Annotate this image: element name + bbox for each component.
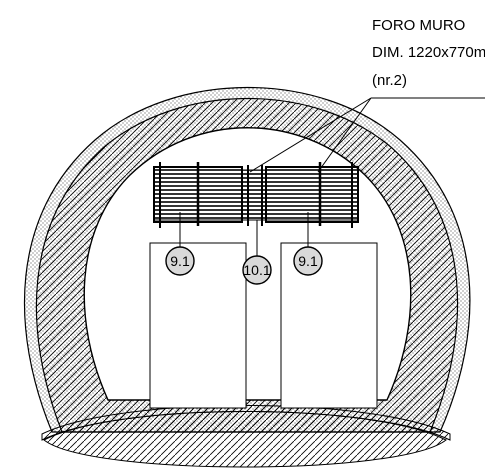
annotation-line-2: DIM. 1220x770m: [372, 44, 485, 61]
leader-line-a: [249, 97, 372, 173]
equipment-box-left: [149, 242, 247, 409]
duct-assembly: [153, 162, 359, 228]
callout-center: 10.1: [242, 220, 272, 285]
leader-line-b: [317, 97, 372, 173]
annotation-line-3: (nr.2): [372, 72, 407, 89]
invert-base-fill: [43, 411, 447, 468]
callout-right: 9.1: [293, 212, 323, 276]
callout-label-right: 9.1: [298, 253, 318, 269]
callout-label-center: 10.1: [243, 262, 270, 278]
callout-label-left: 9.1: [170, 253, 190, 269]
callout-left: 9.1: [165, 212, 195, 276]
annotation-line-1: FORO MURO: [372, 17, 465, 34]
duct-right: [265, 166, 359, 223]
